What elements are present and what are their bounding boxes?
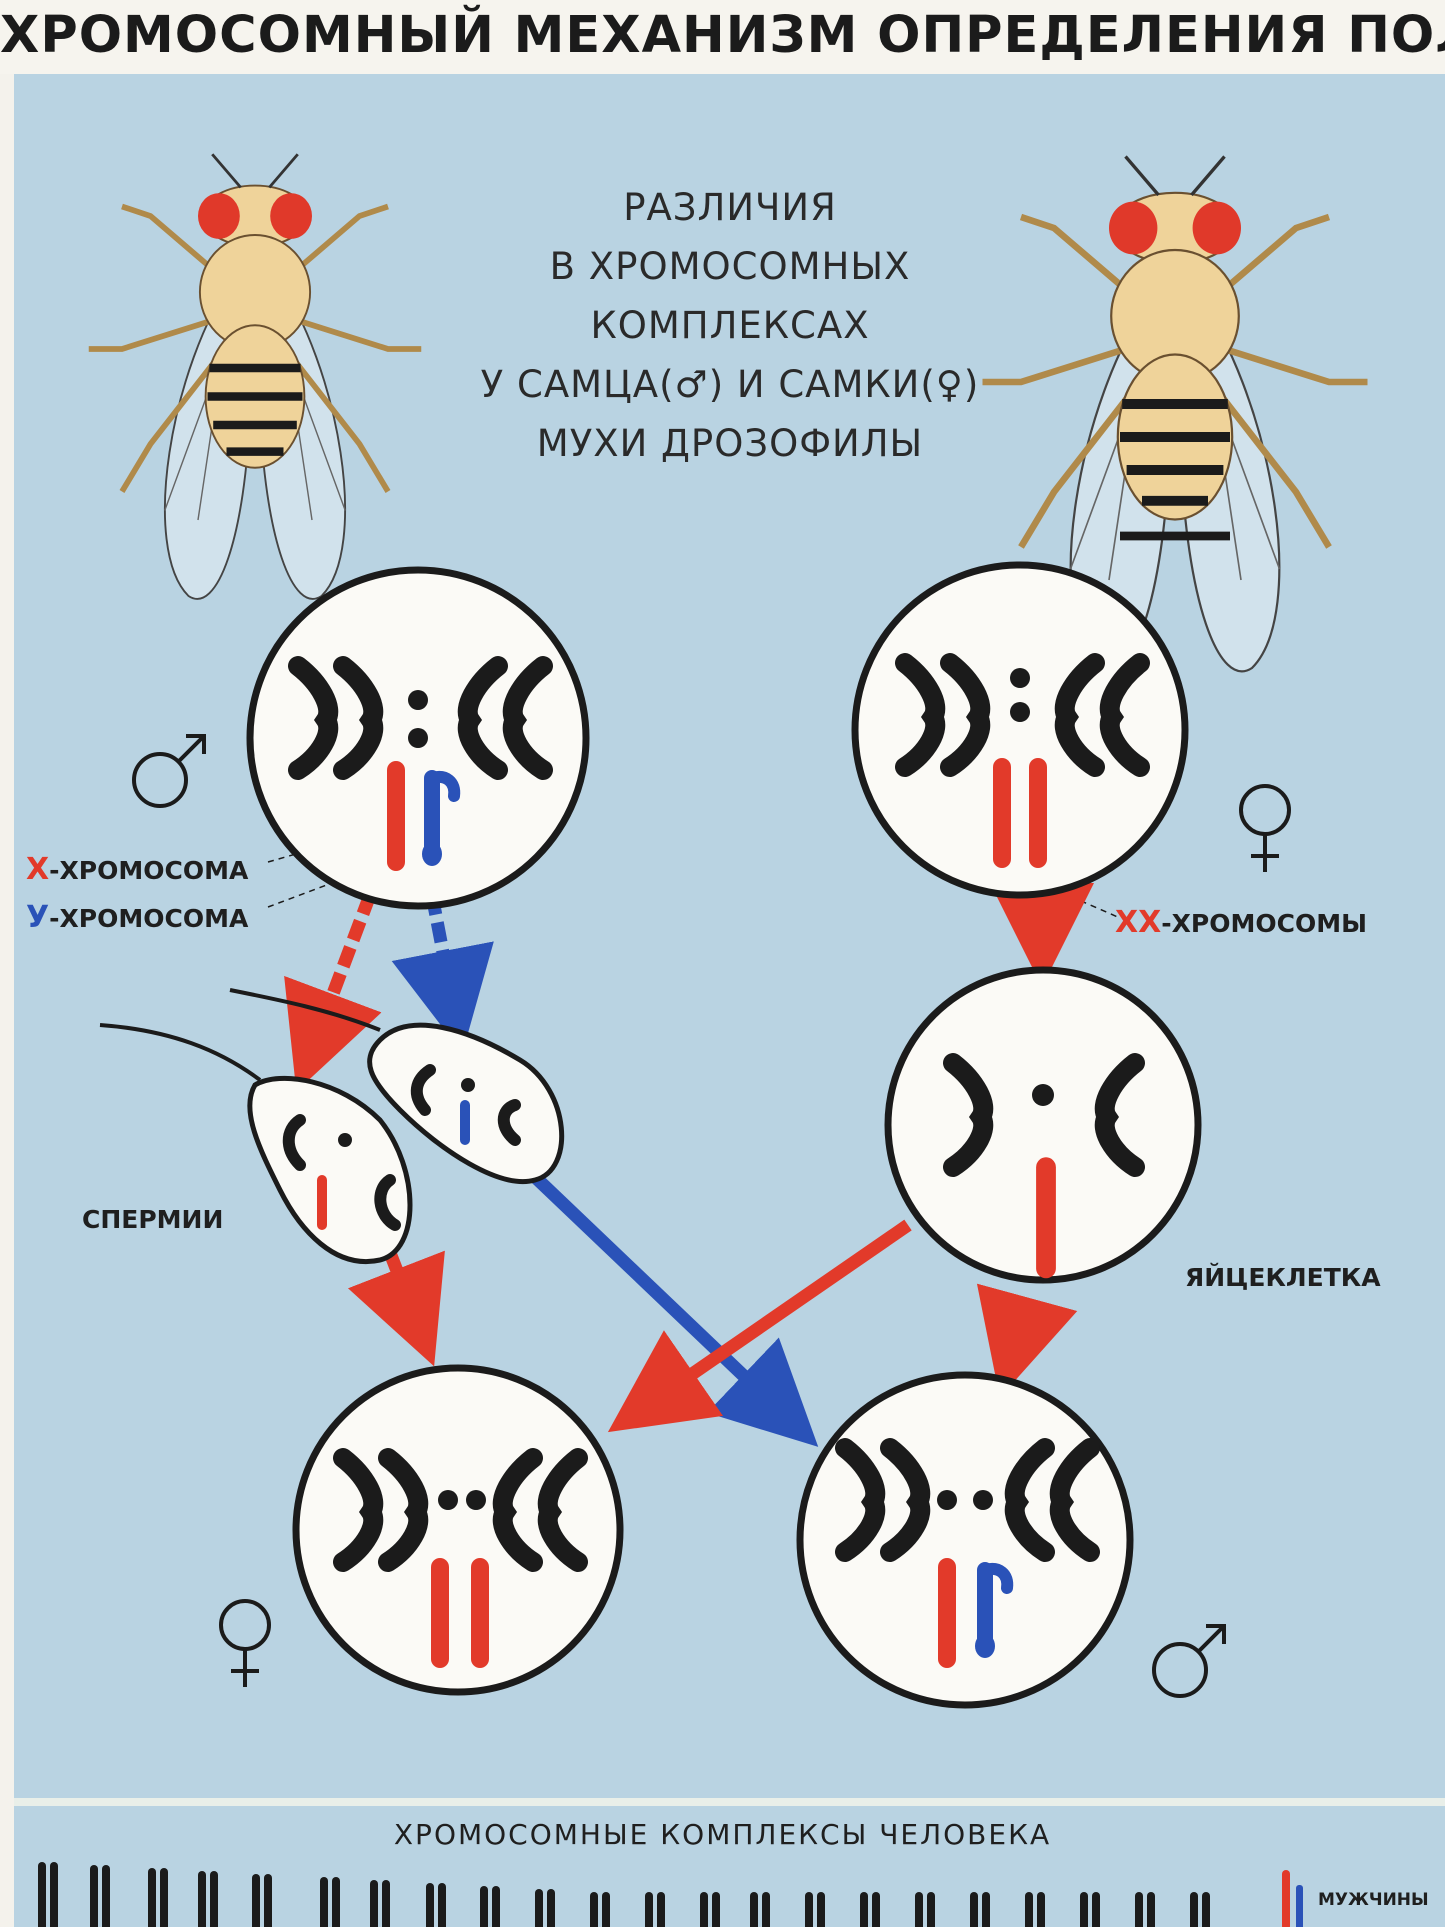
subtitle-line: У САМЦА(♂) И САМКИ(♀) (480, 363, 980, 406)
karyotype-chromosome (712, 1892, 720, 1927)
karyotype-chromosome (547, 1889, 555, 1927)
karyotype-x-chromosome (1282, 1870, 1290, 1927)
title-bar (0, 0, 1445, 74)
karyotype-chromosome (492, 1886, 500, 1927)
female-symbol-icon (1239, 784, 1291, 874)
y-letter: У (26, 900, 50, 935)
karyotype-chromosome (320, 1877, 328, 1927)
subtitle-line: КОМПЛЕКСАХ (590, 304, 870, 347)
arrow-egg-to-female-offspring (607, 1219, 912, 1433)
karyotype-chromosome (332, 1877, 340, 1927)
human-male-label: МУЖЧИНЫ (1318, 1890, 1429, 1910)
karyotype-chromosome (102, 1865, 110, 1927)
karyotype-chromosome (38, 1862, 46, 1927)
egg-cell (884, 966, 1202, 1284)
subtitle-line: В ХРОМОСОМНЫХ (549, 245, 911, 288)
xx-label-text: -ХРОМОСОМЫ (1161, 909, 1368, 938)
arrow-male-to-x-sperm (284, 892, 382, 1092)
karyotype-chromosome (1025, 1892, 1033, 1927)
male-symbol-icon (132, 734, 206, 808)
bottom-divider (14, 1798, 1445, 1806)
karyotype-chromosome (90, 1865, 98, 1927)
karyotype-chromosome (370, 1880, 378, 1927)
human-karyotype-title: ХРОМОСОМНЫЕ КОМПЛЕКСЫ ЧЕЛОВЕКА (393, 1818, 1052, 1851)
subtitle-line: МУХИ ДРОЗОФИЛЫ (536, 422, 924, 465)
karyotype-chromosome (860, 1892, 868, 1927)
karyotype-chromosome (645, 1892, 653, 1927)
karyotype-chromosome (762, 1892, 770, 1927)
male-symbol-icon (1152, 1624, 1226, 1698)
subtitle: РАЗЛИЧИЯ В ХРОМОСОМНЫХ КОМПЛЕКСАХ У САМЦ… (430, 178, 1030, 473)
sperm-x (99, 1023, 413, 1264)
x-letter: Х (26, 852, 50, 887)
x-label-text: -ХРОМОСОМА (49, 856, 249, 885)
karyotype-chromosome (1190, 1892, 1198, 1927)
karyotype-chromosome (700, 1892, 708, 1927)
female-fly-illustration (983, 157, 1368, 672)
female-cell (851, 561, 1189, 899)
egg-label: ЯЙЦЕКЛЕТКА (1185, 1263, 1381, 1292)
xx-chromosomes-label: ХХ-ХРОМОСОМЫ (1115, 905, 1367, 940)
arrow-y-sperm-to-male-offspring (528, 1170, 819, 1447)
male-offspring-cell (796, 1371, 1134, 1709)
karyotype-chromosome (657, 1892, 665, 1927)
xx-letters: ХХ (1115, 905, 1162, 940)
subtitle-line: РАЗЛИЧИЯ (623, 186, 837, 229)
karyotype-chromosome (480, 1886, 488, 1927)
arrow-male-to-y-sperm (391, 893, 494, 1054)
y-chromosome-label: У-ХРОМОСОМА (26, 900, 248, 935)
karyotype-chromosome (160, 1868, 168, 1927)
female-offspring-cell (292, 1364, 624, 1696)
karyotype-chromosome (535, 1889, 543, 1927)
human-karyotype-row (38, 1862, 1303, 1927)
sperm-label: СПЕРМИИ (82, 1205, 224, 1234)
karyotype-chromosome (970, 1892, 978, 1927)
x-chromosome-label: Х-ХРОМОСОМА (26, 852, 248, 887)
page-title: ХРОМОСОМНЫЙ МЕХАНИЗМ ОПРЕДЕЛЕНИЯ ПОЛА (0, 6, 1445, 65)
karyotype-chromosome (1080, 1892, 1088, 1927)
male-fly-illustration (89, 154, 422, 599)
karyotype-chromosome (1202, 1892, 1210, 1927)
karyotype-chromosome (927, 1892, 935, 1927)
male-cell (246, 566, 590, 910)
arrow-egg-to-male-offspring (976, 1283, 1078, 1398)
karyotype-chromosome (602, 1892, 610, 1927)
karyotype-chromosome (148, 1868, 156, 1927)
karyotype-chromosome (382, 1880, 390, 1927)
karyotype-chromosome (915, 1892, 923, 1927)
karyotype-chromosome (264, 1874, 272, 1927)
karyotype-chromosome (872, 1892, 880, 1927)
y-label-text: -ХРОМОСОМА (49, 904, 249, 933)
karyotype-chromosome (50, 1862, 58, 1927)
karyotype-y-chromosome (1296, 1885, 1303, 1927)
karyotype-chromosome (982, 1892, 990, 1927)
karyotype-chromosome (1147, 1892, 1155, 1927)
karyotype-chromosome (438, 1883, 446, 1927)
karyotype-chromosome (817, 1892, 825, 1927)
karyotype-chromosome (590, 1892, 598, 1927)
karyotype-chromosome (1092, 1892, 1100, 1927)
karyotype-chromosome (198, 1871, 206, 1927)
karyotype-chromosome (252, 1874, 260, 1927)
sperm-y (229, 988, 565, 1184)
female-symbol-icon (219, 1599, 271, 1689)
karyotype-chromosome (750, 1892, 758, 1927)
karyotype-chromosome (1037, 1892, 1045, 1927)
karyotype-chromosome (210, 1871, 218, 1927)
karyotype-chromosome (426, 1883, 434, 1927)
karyotype-chromosome (1135, 1892, 1143, 1927)
karyotype-chromosome (805, 1892, 813, 1927)
